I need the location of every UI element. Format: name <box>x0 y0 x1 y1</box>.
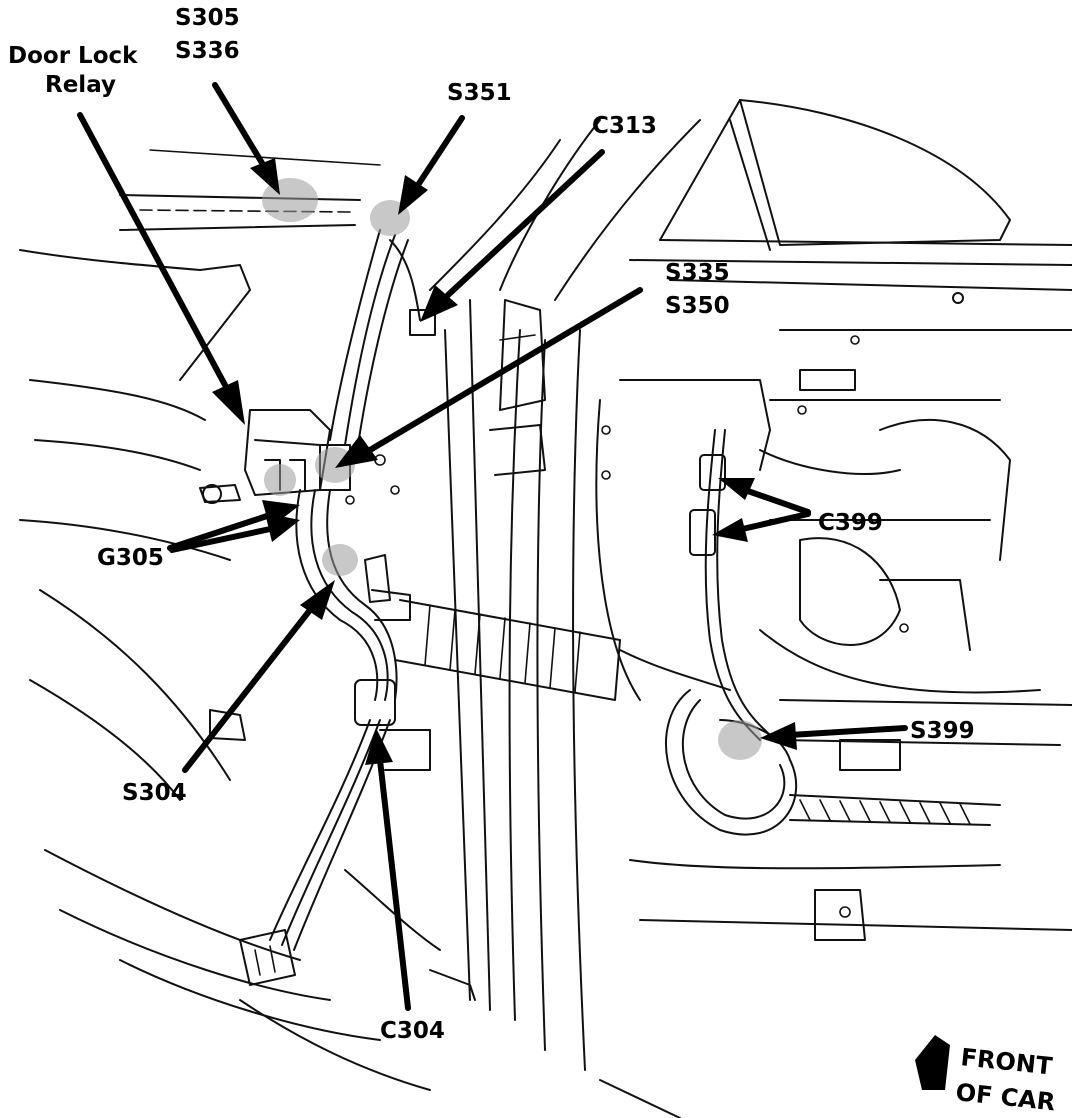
label-s350: S350 <box>665 293 730 319</box>
arrowhead-s304 <box>300 580 335 620</box>
arrowhead-s399 <box>760 722 797 750</box>
arrowhead-c399-a <box>718 478 755 500</box>
splice-shading <box>262 178 762 760</box>
wiring-harness-left <box>239 229 436 986</box>
wiring-harness-right <box>665 429 798 836</box>
label-s399: S399 <box>910 718 975 744</box>
arrowhead-c399-b <box>712 518 748 542</box>
label-front: FRONT <box>959 1043 1054 1081</box>
arrowhead-s351 <box>398 175 428 215</box>
arrowhead-c304 <box>365 728 393 765</box>
label-g305: G305 <box>97 545 164 571</box>
arrowhead-relay <box>212 380 245 425</box>
arrowhead-g305-b <box>265 513 300 542</box>
label-c313: C313 <box>592 113 657 139</box>
label-s304: S304 <box>122 780 187 806</box>
label-c399: C399 <box>818 510 883 536</box>
arrowhead-s305 <box>250 158 280 195</box>
label-door-lock: Door Lock <box>8 43 138 69</box>
label-s335: S335 <box>665 260 730 286</box>
callout-arrows <box>77 82 950 1090</box>
label-of-car: OF CAR <box>954 1078 1056 1116</box>
label-s305: S305 <box>175 5 240 31</box>
door-lock-relay-assembly <box>199 409 351 504</box>
label-s336: S336 <box>175 38 240 64</box>
callout-labels: S305 S336 Door Lock Relay S351 C313 S335… <box>8 5 1057 1116</box>
label-s351: S351 <box>447 80 512 106</box>
arrowhead-c313 <box>420 285 458 322</box>
vehicle-body-outline <box>19 99 1072 1118</box>
arrowhead-s335 <box>335 435 378 468</box>
label-relay: Relay <box>45 72 116 98</box>
label-c304: C304 <box>380 1018 445 1044</box>
front-of-car-arrow <box>915 1035 950 1090</box>
